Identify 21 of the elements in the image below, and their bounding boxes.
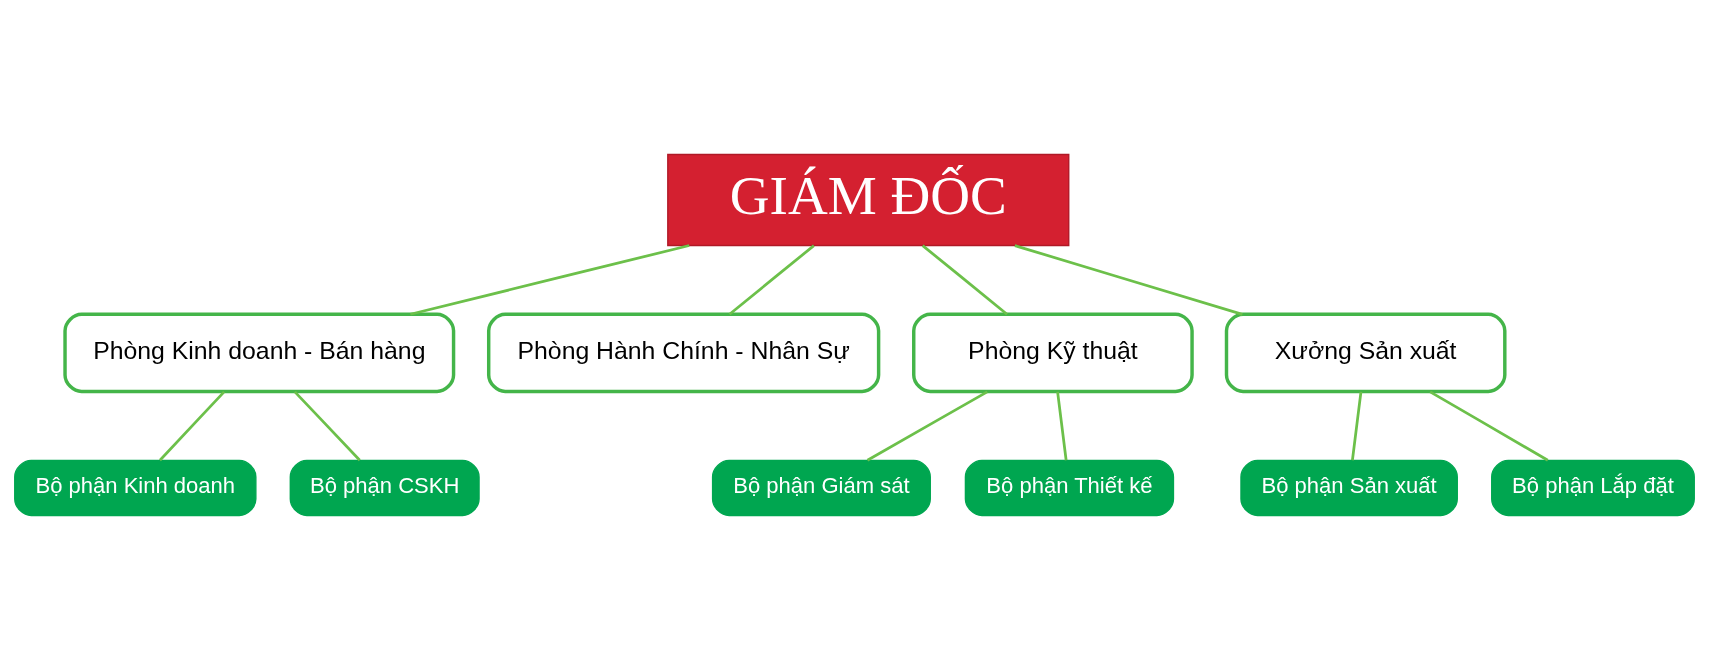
- node-box: Bộ phận Sản xuất: [1240, 459, 1458, 516]
- node-box: Phòng Hành Chính - Nhân Sự: [486, 312, 881, 393]
- connector: [866, 390, 988, 461]
- node-box: Bộ phận Lắp đặt: [1491, 459, 1695, 516]
- connector: [1056, 391, 1068, 460]
- connector: [921, 244, 1008, 315]
- node-box: Xưởng Sản xuất: [1224, 312, 1507, 393]
- connector: [1351, 391, 1363, 460]
- node-box: GIÁM ĐỐC: [667, 153, 1070, 246]
- connector: [410, 243, 690, 316]
- node-box: Bộ phận Thiết kế: [964, 459, 1175, 516]
- node-box: Bộ phận Kinh doanh: [14, 459, 257, 516]
- connector: [1429, 390, 1549, 461]
- connector: [728, 244, 815, 315]
- connector: [293, 390, 361, 461]
- node-box: Bộ phận CSKH: [289, 459, 480, 516]
- node-box: Phòng Kỹ thuật: [912, 312, 1194, 393]
- node-box: Phòng Kinh doanh - Bán hàng: [63, 312, 456, 393]
- node-box: Bộ phận Giám sát: [711, 459, 931, 516]
- connector: [158, 390, 226, 461]
- connector: [1014, 243, 1243, 316]
